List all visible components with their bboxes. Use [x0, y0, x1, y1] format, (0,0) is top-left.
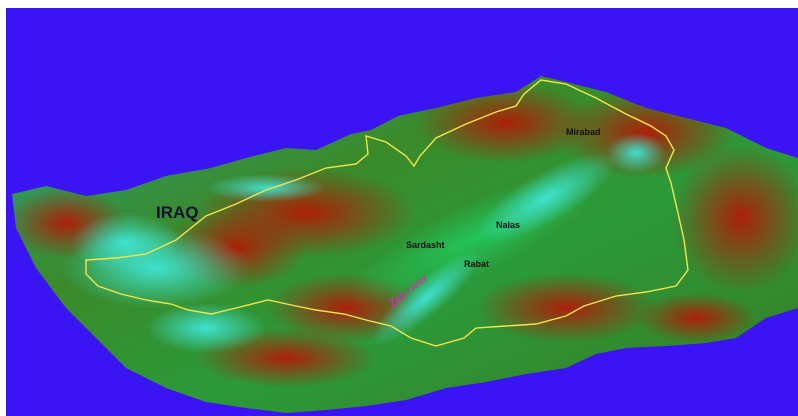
- terrain-map: IRAQ Mirabad Nalas Sardasht Rabat Zab ri…: [6, 8, 798, 416]
- terrain-map-view: IRAQ Mirabad Nalas Sardasht Rabat Zab ri…: [6, 8, 798, 416]
- border-line: [85, 79, 689, 347]
- country-label: IRAQ: [156, 203, 199, 222]
- town-label-mirabad: Mirabad: [566, 127, 601, 137]
- town-label-sardasht: Sardasht: [406, 240, 445, 250]
- town-label-rabat: Rabat: [464, 259, 489, 269]
- town-label-nalas: Nalas: [496, 220, 520, 230]
